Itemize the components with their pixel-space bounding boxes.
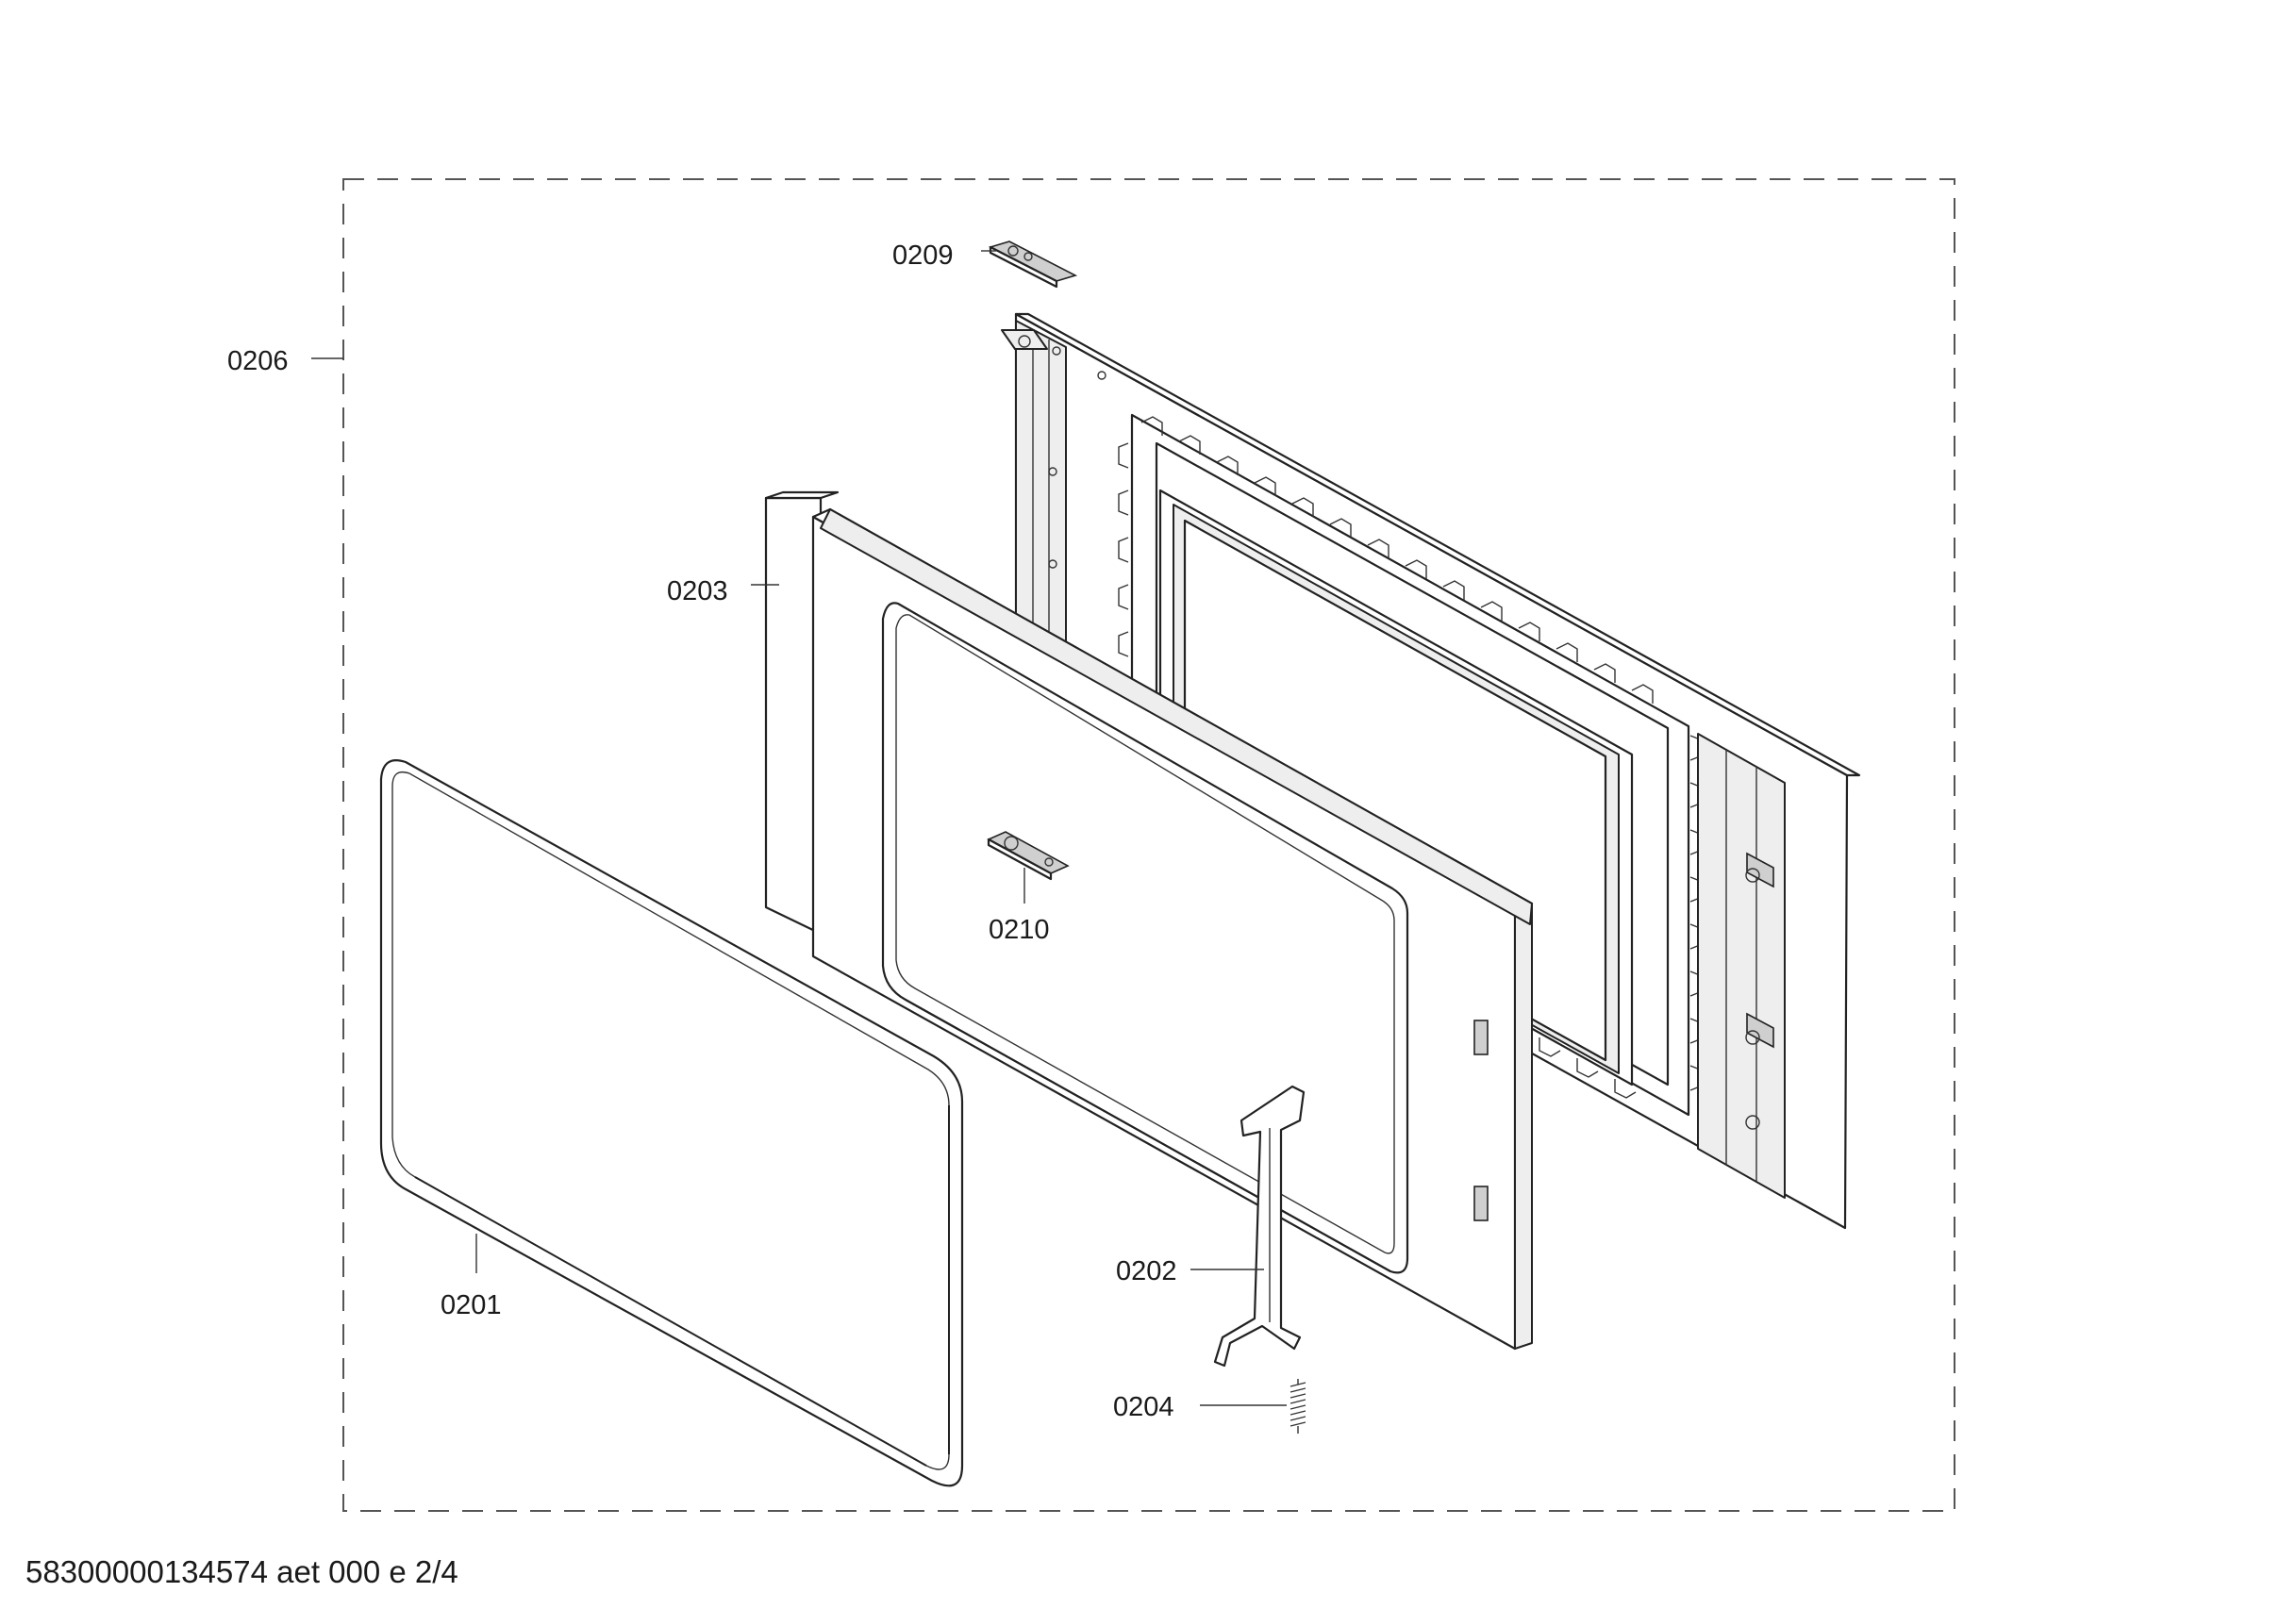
leader-lines xyxy=(311,250,1287,1406)
label-0209: 0209 xyxy=(892,241,954,271)
label-0204: 0204 xyxy=(1113,1392,1174,1422)
latch-spring xyxy=(1289,1379,1306,1434)
hinge-clip xyxy=(988,241,1078,289)
assembly-boundary xyxy=(342,178,1955,1512)
label-0210: 0210 xyxy=(989,915,1050,945)
door-frame-panel xyxy=(764,490,1534,1351)
label-0202: 0202 xyxy=(1116,1256,1177,1286)
label-0201: 0201 xyxy=(441,1290,502,1320)
label-0203: 0203 xyxy=(667,576,728,606)
document-footer-id: 58300000134574 aet 000 e 2/4 xyxy=(25,1554,458,1589)
small-bracket xyxy=(987,831,1070,881)
latch-hook xyxy=(1213,1085,1306,1368)
front-glass-pane xyxy=(379,759,964,1487)
label-0206: 0206 xyxy=(227,346,289,376)
